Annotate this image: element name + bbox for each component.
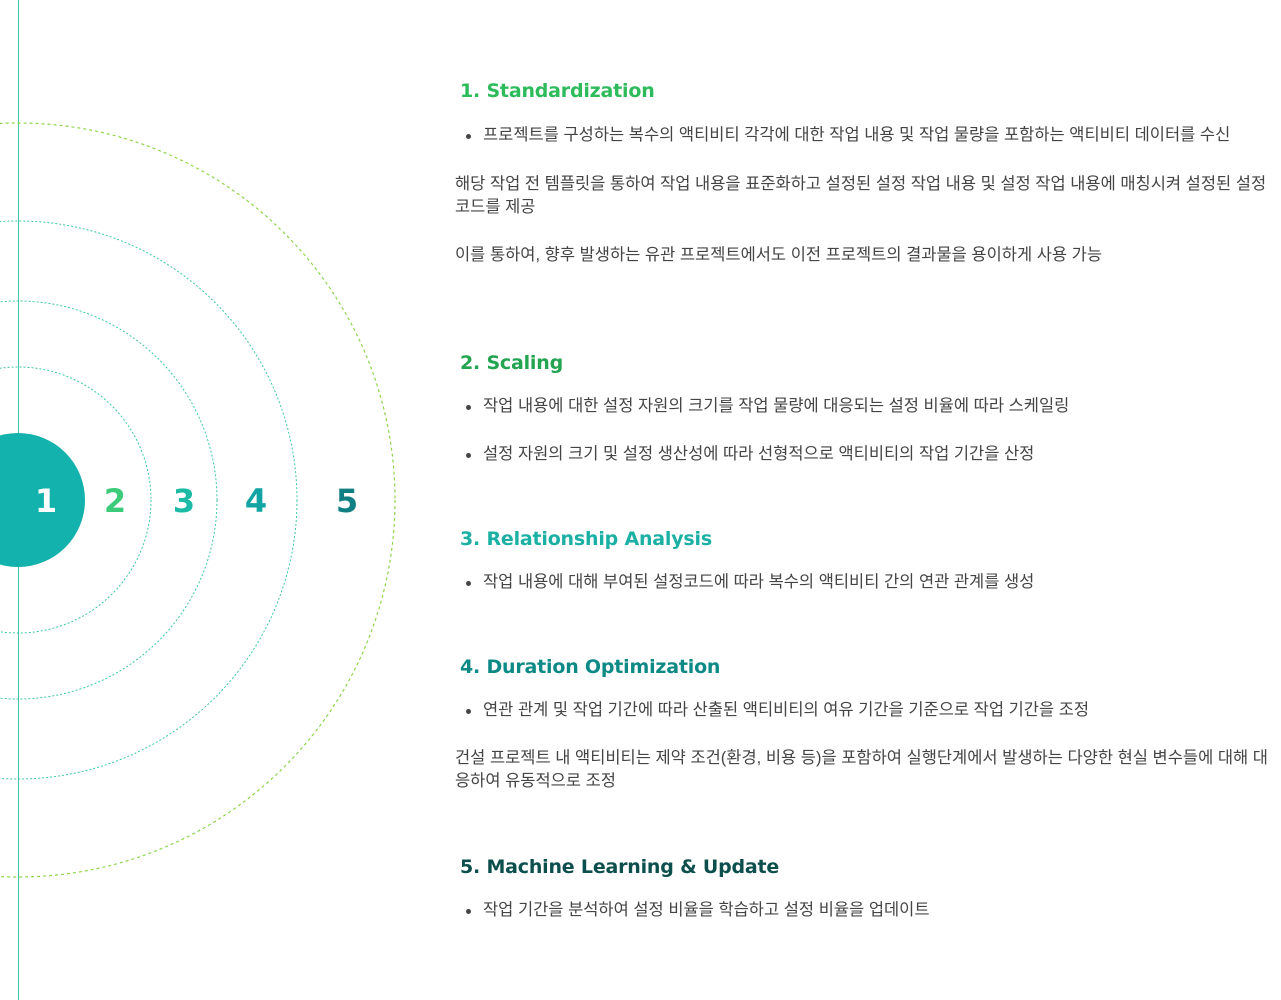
core-circle — [0, 433, 85, 567]
section-title: 2. Scaling — [460, 352, 563, 374]
ring-2 — [0, 366, 152, 634]
ring-3 — [0, 300, 218, 700]
section-machine-learning-update: 5. Machine Learning & Update 작업 기간을 분석하여… — [455, 855, 1270, 922]
step-3-label: 3 — [172, 482, 196, 520]
bullet-item: 작업 내용에 대한 설정 자원의 크기를 작업 물량에 대응되는 설정 비율에 … — [455, 395, 1270, 418]
section-title: 3. Relationship Analysis — [460, 528, 712, 550]
bullet-item: 프로젝트를 구성하는 복수의 액티비티 각각에 대한 작업 내용 및 작업 물량… — [455, 124, 1270, 147]
section-title: 1. Standardization — [460, 80, 655, 102]
ring-4 — [0, 220, 298, 780]
paragraph: 건설 프로젝트 내 액티비티는 제약 조건(환경, 비용 등)을 포함하여 실행… — [455, 749, 1268, 790]
step-rings-diagram — [0, 0, 440, 1000]
section-standardization: 1. Standardization 프로젝트를 구성하는 복수의 액티비티 각… — [455, 79, 1270, 267]
paragraph: 해당 작업 전 템플릿을 통하여 작업 내용을 표준화하고 설정된 설정 작업 … — [455, 175, 1267, 216]
bullet-list: 프로젝트를 구성하는 복수의 액티비티 각각에 대한 작업 내용 및 작업 물량… — [455, 124, 1270, 147]
bullet-list: 연관 관계 및 작업 기간에 따라 산출된 액티비티의 여유 기간을 기준으로 … — [455, 699, 1270, 722]
bullet-item: 연관 관계 및 작업 기간에 따라 산출된 액티비티의 여유 기간을 기준으로 … — [455, 699, 1270, 722]
section-title: 4. Duration Optimization — [460, 656, 721, 678]
bullet-list: 작업 내용에 대해 부여된 설정코드에 따라 복수의 액티비티 간의 연관 관계… — [455, 571, 1270, 594]
bullet-list: 작업 기간을 분석하여 설정 비율을 학습하고 설정 비율을 업데이트 — [455, 899, 1270, 922]
section-duration-optimization: 4. Duration Optimization 연관 관계 및 작업 기간에 … — [455, 655, 1270, 793]
ring-5 — [0, 122, 396, 878]
section-relationship-analysis: 3. Relationship Analysis 작업 내용에 대해 부여된 설… — [455, 527, 1270, 594]
step-5-label: 5 — [335, 482, 359, 520]
bullet-item: 작업 기간을 분석하여 설정 비율을 학습하고 설정 비율을 업데이트 — [455, 899, 1270, 922]
paragraph: 이를 통하여, 향후 발생하는 유관 프로젝트에서도 이전 프로젝트의 결과물을… — [455, 246, 1103, 264]
section-scaling: 2. Scaling 작업 내용에 대한 설정 자원의 크기를 작업 물량에 대… — [455, 351, 1270, 466]
section-title: 5. Machine Learning & Update — [460, 856, 780, 878]
bullet-item: 작업 내용에 대해 부여된 설정코드에 따라 복수의 액티비티 간의 연관 관계… — [455, 571, 1270, 594]
step-1-label: 1 — [34, 482, 58, 520]
step-2-label: 2 — [103, 482, 127, 520]
bullet-list: 작업 내용에 대한 설정 자원의 크기를 작업 물량에 대응되는 설정 비율에 … — [455, 395, 1270, 466]
bullet-item: 설정 자원의 크기 및 설정 생산성에 따라 선형적으로 액티비티의 작업 기간… — [455, 443, 1270, 466]
step-4-label: 4 — [244, 482, 268, 520]
